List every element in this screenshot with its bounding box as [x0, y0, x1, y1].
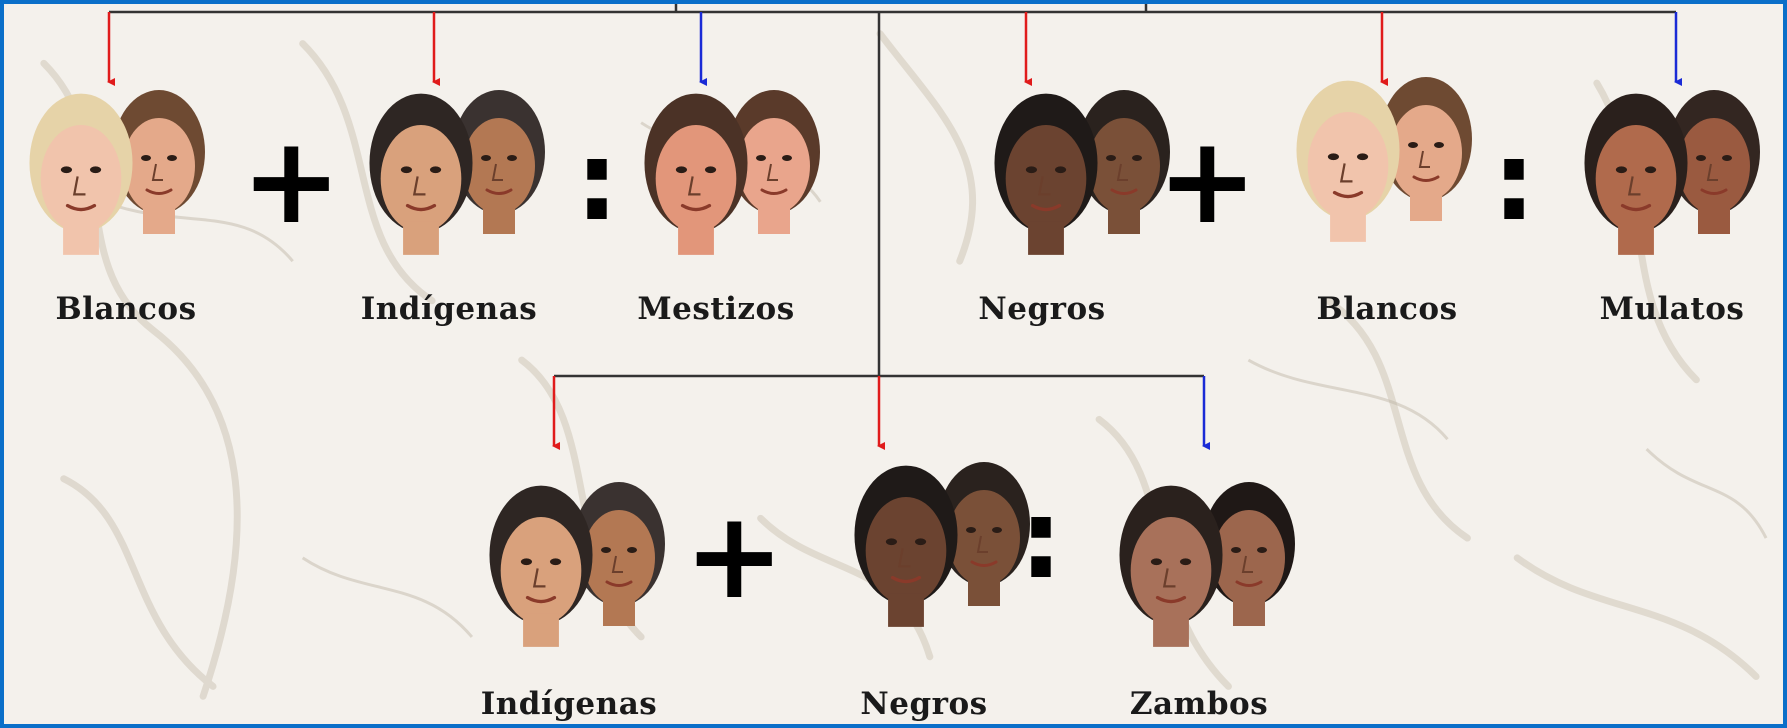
connector-lines: [107, 4, 1682, 450]
label-blancos: Blancos: [1316, 291, 1458, 327]
label-mulatos: Mulatos: [1599, 291, 1745, 327]
child-arrows: [699, 12, 1682, 450]
label-indigenas: Indígenas: [480, 686, 658, 722]
label-negros: Negros: [860, 686, 988, 722]
indigenas-portrait: [469, 464, 689, 664]
blancos-portrait: [1276, 59, 1496, 259]
plus-sign: +: [684, 487, 785, 626]
zambos-portrait: [1099, 464, 1319, 664]
plus-sign: +: [241, 112, 342, 251]
label-zambos: Zambos: [1129, 686, 1269, 722]
label-blancos: Blancos: [55, 291, 197, 327]
plus-sign: +: [1157, 112, 1258, 251]
label-negros: Negros: [978, 291, 1106, 327]
mulatos-portrait: [1564, 72, 1783, 272]
negros-portrait: [974, 72, 1194, 272]
negros-portrait: [834, 444, 1054, 644]
label-indigenas: Indígenas: [360, 291, 538, 327]
mestizos-portrait: [624, 72, 844, 272]
blancos-portrait: [9, 72, 229, 272]
colon-sign: :: [575, 117, 619, 245]
colon-sign: :: [1492, 117, 1536, 245]
indigenas-portrait: [349, 72, 569, 272]
colon-sign: :: [1019, 475, 1063, 603]
label-mestizos: Mestizos: [637, 291, 795, 327]
parent-arrows: [107, 12, 1388, 450]
